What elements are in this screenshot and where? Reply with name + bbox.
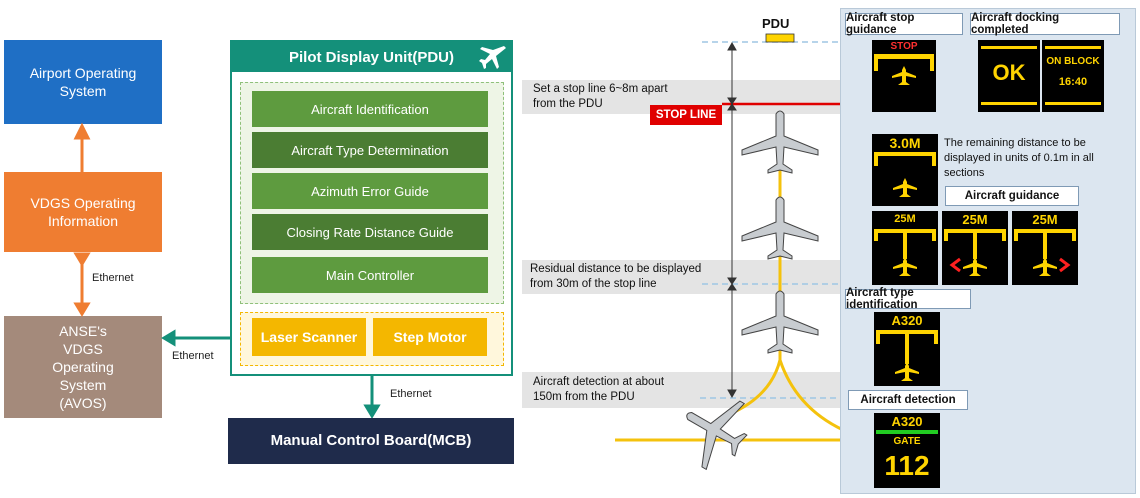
anse-vdgs-system-box: ANSE's VDGS Operating System (AVOS) bbox=[4, 316, 162, 418]
module-label: Azimuth Error Guide bbox=[311, 183, 429, 199]
pdu-header: Pilot Display Unit(PDU) bbox=[232, 42, 511, 72]
pdu-marker-label: PDU bbox=[762, 16, 790, 31]
header-label: Aircraft docking completed bbox=[971, 12, 1060, 36]
detection-green-bar bbox=[876, 430, 938, 434]
module-main-controller: Main Controller bbox=[252, 257, 488, 293]
ethernet-label-avos: Ethernet bbox=[172, 350, 214, 362]
vdgs-operating-info-label: VDGS Operating Information bbox=[30, 195, 136, 229]
guidance-1-text: 25M bbox=[894, 213, 916, 225]
time-text: 16:40 bbox=[1058, 76, 1088, 88]
stop-line-badge: STOP LINE bbox=[650, 105, 722, 125]
ok-text: OK bbox=[992, 60, 1026, 85]
note-detection: Aircraft detection at about 150m from th… bbox=[533, 376, 665, 403]
airport-operating-system-box: Airport Operating System bbox=[4, 40, 162, 124]
module-label: Aircraft Type Determination bbox=[291, 142, 449, 158]
distance-note: The remaining distance to be displayed i… bbox=[944, 137, 1094, 179]
gate-number: 112 bbox=[884, 450, 930, 481]
module-aircraft-type: Aircraft Type Determination bbox=[252, 132, 488, 168]
type-graphic bbox=[876, 330, 938, 381]
step-motor-box: Step Motor bbox=[373, 318, 487, 356]
gate-text: GATE bbox=[893, 436, 921, 447]
header-label: Aircraft type identification bbox=[846, 287, 918, 311]
ethernet-label-mcb: Ethernet bbox=[390, 388, 432, 400]
header-type-id: Aircraft type identification bbox=[845, 287, 971, 311]
module-closing-rate: Closing Rate Distance Guide bbox=[252, 214, 488, 250]
anse-vdgs-system-label: ANSE's VDGS Operating System (AVOS) bbox=[52, 323, 114, 411]
module-azimuth-error: Azimuth Error Guide bbox=[252, 173, 488, 209]
module-label: Main Controller bbox=[325, 267, 415, 283]
stop-text: STOP bbox=[890, 41, 918, 52]
note-residual: Residual distance to be displayed from 3… bbox=[530, 263, 702, 290]
distance-graphic bbox=[874, 152, 936, 197]
type-text: A320 bbox=[891, 313, 923, 328]
screen-ok bbox=[978, 40, 1040, 112]
header-docking: Aircraft docking completed bbox=[970, 12, 1120, 36]
module-label: Aircraft Identification bbox=[311, 101, 429, 117]
mcb-label: Manual Control Board(MCB) bbox=[270, 432, 472, 449]
header-label: Aircraft stop guidance bbox=[846, 12, 915, 36]
screen-on-block bbox=[1042, 40, 1104, 112]
note-band-2 bbox=[522, 260, 840, 294]
header-detection: Aircraft detection bbox=[848, 390, 968, 410]
ethernet-label-left: Ethernet bbox=[92, 272, 134, 284]
vdgs-operating-info-box: VDGS Operating Information bbox=[4, 172, 162, 252]
stop-line-label: STOP LINE bbox=[655, 109, 717, 121]
pdu-title: Pilot Display Unit(PDU) bbox=[288, 48, 454, 66]
laser-scanner-box: Laser Scanner bbox=[252, 318, 366, 356]
header-label: Aircraft guidance bbox=[964, 190, 1060, 202]
header-guidance: Aircraft guidance bbox=[945, 186, 1079, 206]
header-label: Aircraft detection bbox=[860, 394, 956, 406]
mcb-box: Manual Control Board(MCB) bbox=[228, 418, 514, 464]
guidance-graphics bbox=[874, 229, 1076, 276]
note-stop-line: Set a stop line 6~8m apart from the PDU bbox=[533, 83, 668, 110]
module-label: Closing Rate Distance Guide bbox=[286, 224, 454, 240]
header-stop-guidance: Aircraft stop guidance bbox=[845, 12, 963, 36]
guidance-3-text: 25M bbox=[1032, 212, 1058, 227]
screen-detection bbox=[874, 413, 940, 488]
stop-guidance-graphic bbox=[874, 54, 934, 85]
step-motor-label: Step Motor bbox=[393, 329, 467, 345]
airport-operating-system-label: Airport Operating System bbox=[29, 65, 137, 99]
on-block-text: ON BLOCK bbox=[1046, 56, 1100, 67]
docking-frame-lines bbox=[981, 46, 1101, 105]
guidance-2-text: 25M bbox=[962, 212, 988, 227]
module-aircraft-identification: Aircraft Identification bbox=[252, 91, 488, 127]
airplane-icon bbox=[479, 46, 506, 69]
laser-scanner-label: Laser Scanner bbox=[260, 329, 358, 345]
distance-text: 3.0M bbox=[889, 135, 921, 151]
detection-type-text: A320 bbox=[891, 414, 923, 429]
